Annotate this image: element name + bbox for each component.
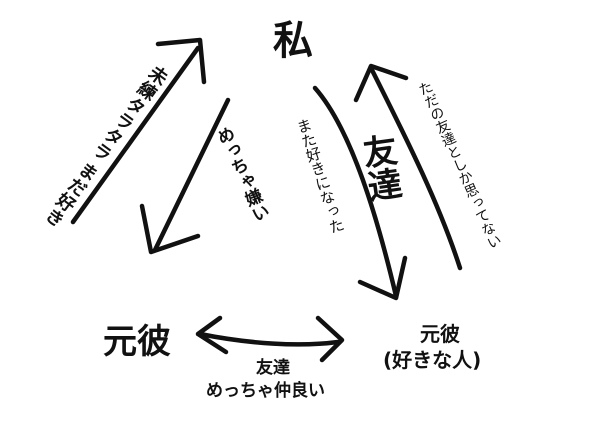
arrow-unrequited: [70, 37, 207, 225]
arrow-just-friend: [353, 63, 463, 271]
label-bottom-friends: 友達: [256, 358, 290, 378]
arrow-close-friends: [195, 315, 345, 363]
node-ex-crush-title: 元彼: [420, 322, 460, 346]
node-me: 私: [273, 18, 313, 64]
label-bottom-close: めっちゃ仲良い: [206, 381, 325, 401]
arrow-dislike: [139, 97, 231, 255]
label-friends-big: 友達: [354, 131, 404, 205]
node-ex: 元彼: [103, 322, 171, 362]
arrow-still-like: [312, 85, 408, 301]
node-ex-crush-subtitle: (好きな人): [383, 348, 482, 372]
